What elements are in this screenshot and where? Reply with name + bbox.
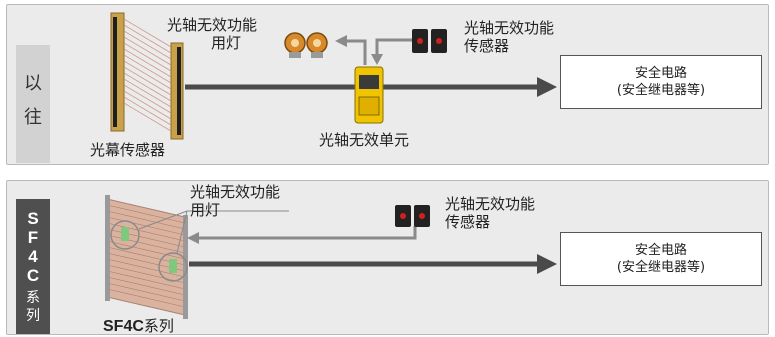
safety-circuit-note: (安全继电器等): [616, 260, 706, 275]
muting-sensor-icon: [395, 205, 430, 227]
safety-circuit-box: 安全电路 (安全继电器等): [560, 232, 762, 286]
muting-sensor-label-1: 光轴无效功能: [445, 195, 536, 213]
product-series: 系列: [143, 317, 174, 335]
muting-lamp-label-1: 光轴无效功能: [167, 16, 258, 34]
tab-char: C: [26, 266, 40, 285]
safety-circuit-title: 安全电路: [634, 66, 687, 81]
tab-char: 往: [24, 107, 42, 128]
light-curtain-illustration: [110, 12, 184, 140]
sf4c-diagram: [105, 195, 557, 319]
light-curtain-label: 光幕传感器: [90, 141, 166, 159]
safety-circuit-box: 安全电路 (安全继电器等): [560, 55, 762, 109]
tab-char: 4: [28, 247, 38, 266]
muting-lamp-icon: [284, 32, 328, 58]
muting-lamp-label-2: 用灯: [190, 201, 221, 219]
tab-char: 系: [26, 289, 40, 305]
muting-unit-icon: [354, 66, 384, 124]
muting-lamp-label-2: 用灯: [211, 34, 242, 52]
sf4c-light-curtain-illustration: [105, 195, 188, 319]
conventional-panel: 以 往: [6, 4, 769, 165]
conventional-diagram: [110, 12, 557, 140]
tab-char: 以: [24, 73, 42, 94]
muting-sensor-label-2: 传感器: [445, 213, 491, 231]
muting-sensor-label-2: 传感器: [464, 37, 510, 55]
tab-char: 列: [26, 307, 40, 323]
conventional-tab: 以 往: [16, 45, 50, 163]
product-label: SF4C系列: [103, 318, 174, 335]
sf4c-panel: S F 4 C 系 列: [6, 180, 769, 335]
tab-char: F: [27, 228, 39, 247]
safety-circuit-title: 安全电路: [634, 243, 687, 258]
muting-sensor-label-1: 光轴无效功能: [464, 19, 555, 37]
sf4c-tab: S F 4 C 系 列: [16, 199, 50, 334]
safety-circuit-note: (安全继电器等): [616, 83, 706, 98]
tab-char: S: [27, 209, 39, 228]
product-model: SF4C: [103, 318, 144, 335]
muting-unit-label: 光轴无效单元: [319, 131, 410, 149]
muting-lamp-label-1: 光轴无效功能: [190, 183, 281, 201]
muting-sensor-icon: [412, 29, 447, 53]
